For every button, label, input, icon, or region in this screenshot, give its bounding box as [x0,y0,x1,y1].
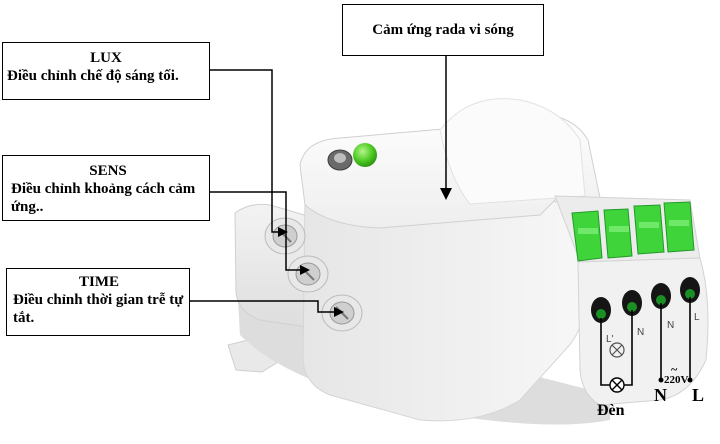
radar-callout-title: Cảm ứng rada vi sóng [372,22,514,38]
sens-knob[interactable] [287,255,329,293]
neutral-terminal-dot [658,377,664,383]
lamp-symbol [609,377,625,393]
radar-callout: Cảm ứng rada vi sóng [342,4,544,56]
time-callout-desc: Điều chỉnh thời gian trễ tự tắt. [13,292,184,326]
live-label: L [692,385,705,405]
lux-callout: LUX Điều chỉnh chế độ sáng tối. [2,42,210,100]
lux-callout-desc: Điều chỉnh chế độ sáng tối. [7,68,179,84]
terminal-marks: L' N N L [606,312,700,345]
wiring-lines [600,297,691,386]
time-callout: TIME Điều chỉnh thời gian trễ tự tắt. [6,268,190,336]
lamp-label: Đèn [597,402,625,419]
terminal-mark-4: L [694,312,700,323]
terminal-mark-3: N [667,320,674,331]
indicator-group [327,143,377,171]
terminal-holes [591,277,700,323]
terminal-mark-2: N [637,327,644,338]
led-indicator [353,143,377,167]
sens-callout-desc: Điều chỉnh khoảng cách cảm ứng.. [11,181,196,215]
live-terminal-dot [687,377,693,383]
ac-symbol: ~ [671,362,678,376]
time-callout-title: TIME [78,274,119,290]
terminal-clips [571,201,695,262]
sens-callout: SENS Điều chỉnh khoảng cách cảm ứng.. [2,155,210,221]
lux-knob[interactable] [264,217,306,255]
neutral-label: N [654,385,667,405]
voltage-label: 220V [664,374,689,386]
sens-callout-title: SENS [89,163,127,179]
leader-arrowheads [278,188,452,317]
lux-callout-title: LUX [90,50,122,66]
lamp-symbol-on-body [609,342,625,358]
terminal-mark-1: L' [606,334,614,345]
